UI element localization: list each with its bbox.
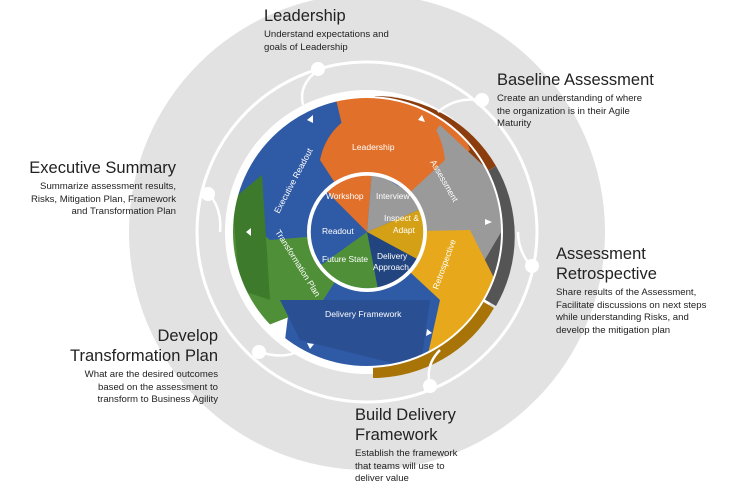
callout-build-desc: Establish the framework that teams will …: [355, 448, 457, 486]
callout-develop-title-line1: Develop: [157, 327, 218, 345]
callout-assessment-retrospective: Assessment Retrospective Share results o…: [556, 244, 706, 337]
desc-line: What are the desired outcomes: [84, 369, 218, 380]
inner-wedge-delivery: [367, 232, 424, 289]
callout-executive-summary: Executive Summary Summarize assessment r…: [4, 158, 176, 219]
dot-retrospective: [525, 259, 539, 273]
callout-build-title-line1: Build Delivery: [355, 406, 456, 424]
cycle-arrows: [246, 115, 492, 349]
dot-executive: [201, 187, 215, 201]
desc-line: while understanding Risks, and: [556, 312, 689, 323]
callout-baseline-assessment: Baseline Assessment Create an understand…: [497, 70, 654, 131]
arrow-right-icon: [485, 219, 492, 225]
desc-line: Create an understanding of where: [497, 93, 643, 104]
callout-develop-transformation-plan: Develop Transformation Plan What are the…: [40, 326, 218, 407]
callout-executive-title: Executive Summary: [29, 159, 176, 177]
desc-line: Summarize assessment results,: [40, 181, 176, 192]
inner-wedge-interview: [367, 175, 424, 232]
inner-label-delivery-line1: Delivery: [377, 251, 408, 261]
callout-baseline-title: Baseline Assessment: [497, 71, 654, 89]
callout-build-delivery-framework: Build Delivery Framework Establish the f…: [355, 405, 457, 486]
callout-retrospective-title-line1: Assessment: [556, 245, 646, 263]
callout-baseline-desc: Create an understanding of where the org…: [497, 93, 654, 131]
desc-line: goals of Leadership: [264, 41, 348, 53]
dot-develop: [252, 345, 266, 359]
desc-line: transform to Business Agility: [97, 394, 218, 405]
desc-line: the organization is in their Agile: [497, 105, 630, 117]
orbit-track: [195, 60, 539, 404]
wedge-shadow-left: [232, 175, 270, 300]
inner-label-inspect-line2: Adapt: [393, 225, 416, 235]
desc-line: Understand expectations and: [264, 29, 389, 40]
desc-line: Maturity: [497, 118, 532, 129]
desc-line: that teams will use to: [355, 460, 445, 472]
wheel-label-leadership: Leadership: [352, 142, 395, 152]
wheel-label-delivery-framework: Delivery Framework: [325, 309, 402, 319]
desc-line: Risks, Mitigation Plan, Framework: [30, 193, 176, 205]
callout-develop-title-line2: Transformation Plan: [70, 347, 218, 365]
desc-line: Establish the framework: [355, 448, 458, 459]
inner-label-interview: Interview: [376, 191, 410, 201]
desc-line: based on the assessment to: [98, 381, 218, 393]
callout-leadership: Leadership Understand expectations and g…: [264, 6, 389, 54]
desc-line: Share results of the Assessment,: [556, 287, 697, 298]
callout-retrospective-title-line2: Retrospective: [556, 265, 657, 283]
inner-label-readout: Readout: [322, 226, 354, 236]
callout-develop-desc: What are the desired outcomes based on t…: [40, 369, 218, 407]
inner-label-workshop: Workshop: [326, 191, 364, 201]
connector-dots: [201, 62, 539, 393]
callout-build-title-line2: Framework: [355, 426, 438, 444]
desc-line: and Transformation Plan: [71, 206, 176, 217]
inner-label-delivery-line2: Approach: [373, 262, 409, 272]
arrow-top-left-icon: [307, 115, 313, 123]
callout-executive-desc: Summarize assessment results, Risks, Mit…: [4, 181, 176, 219]
dot-baseline: [475, 93, 489, 107]
arrow-top-right-icon: [418, 115, 425, 122]
inner-wedge-inspect: [367, 205, 424, 265]
inner-label-inspect-line1: Inspect &: [384, 213, 419, 223]
desc-line: deliver value: [355, 473, 409, 484]
inner-label-future-state: Future State: [322, 254, 368, 264]
desc-line: develop the mitigation plan: [556, 324, 671, 336]
wedge-shadow-bottom: [280, 300, 430, 367]
dot-build: [423, 379, 437, 393]
arrow-bottom-right-icon: [426, 329, 432, 336]
dot-leadership: [311, 62, 325, 76]
callout-leadership-title: Leadership: [264, 7, 346, 25]
callout-retrospective-desc: Share results of the Assessment, Facilit…: [556, 287, 706, 337]
outer-wheel-rim: [231, 96, 503, 368]
arrow-left-icon: [246, 228, 251, 236]
callout-leadership-desc: Understand expectations and goals of Lea…: [264, 29, 389, 54]
desc-line: Facilitate discussions on next steps: [556, 299, 707, 311]
arrow-bottom-left-icon: [307, 343, 314, 349]
